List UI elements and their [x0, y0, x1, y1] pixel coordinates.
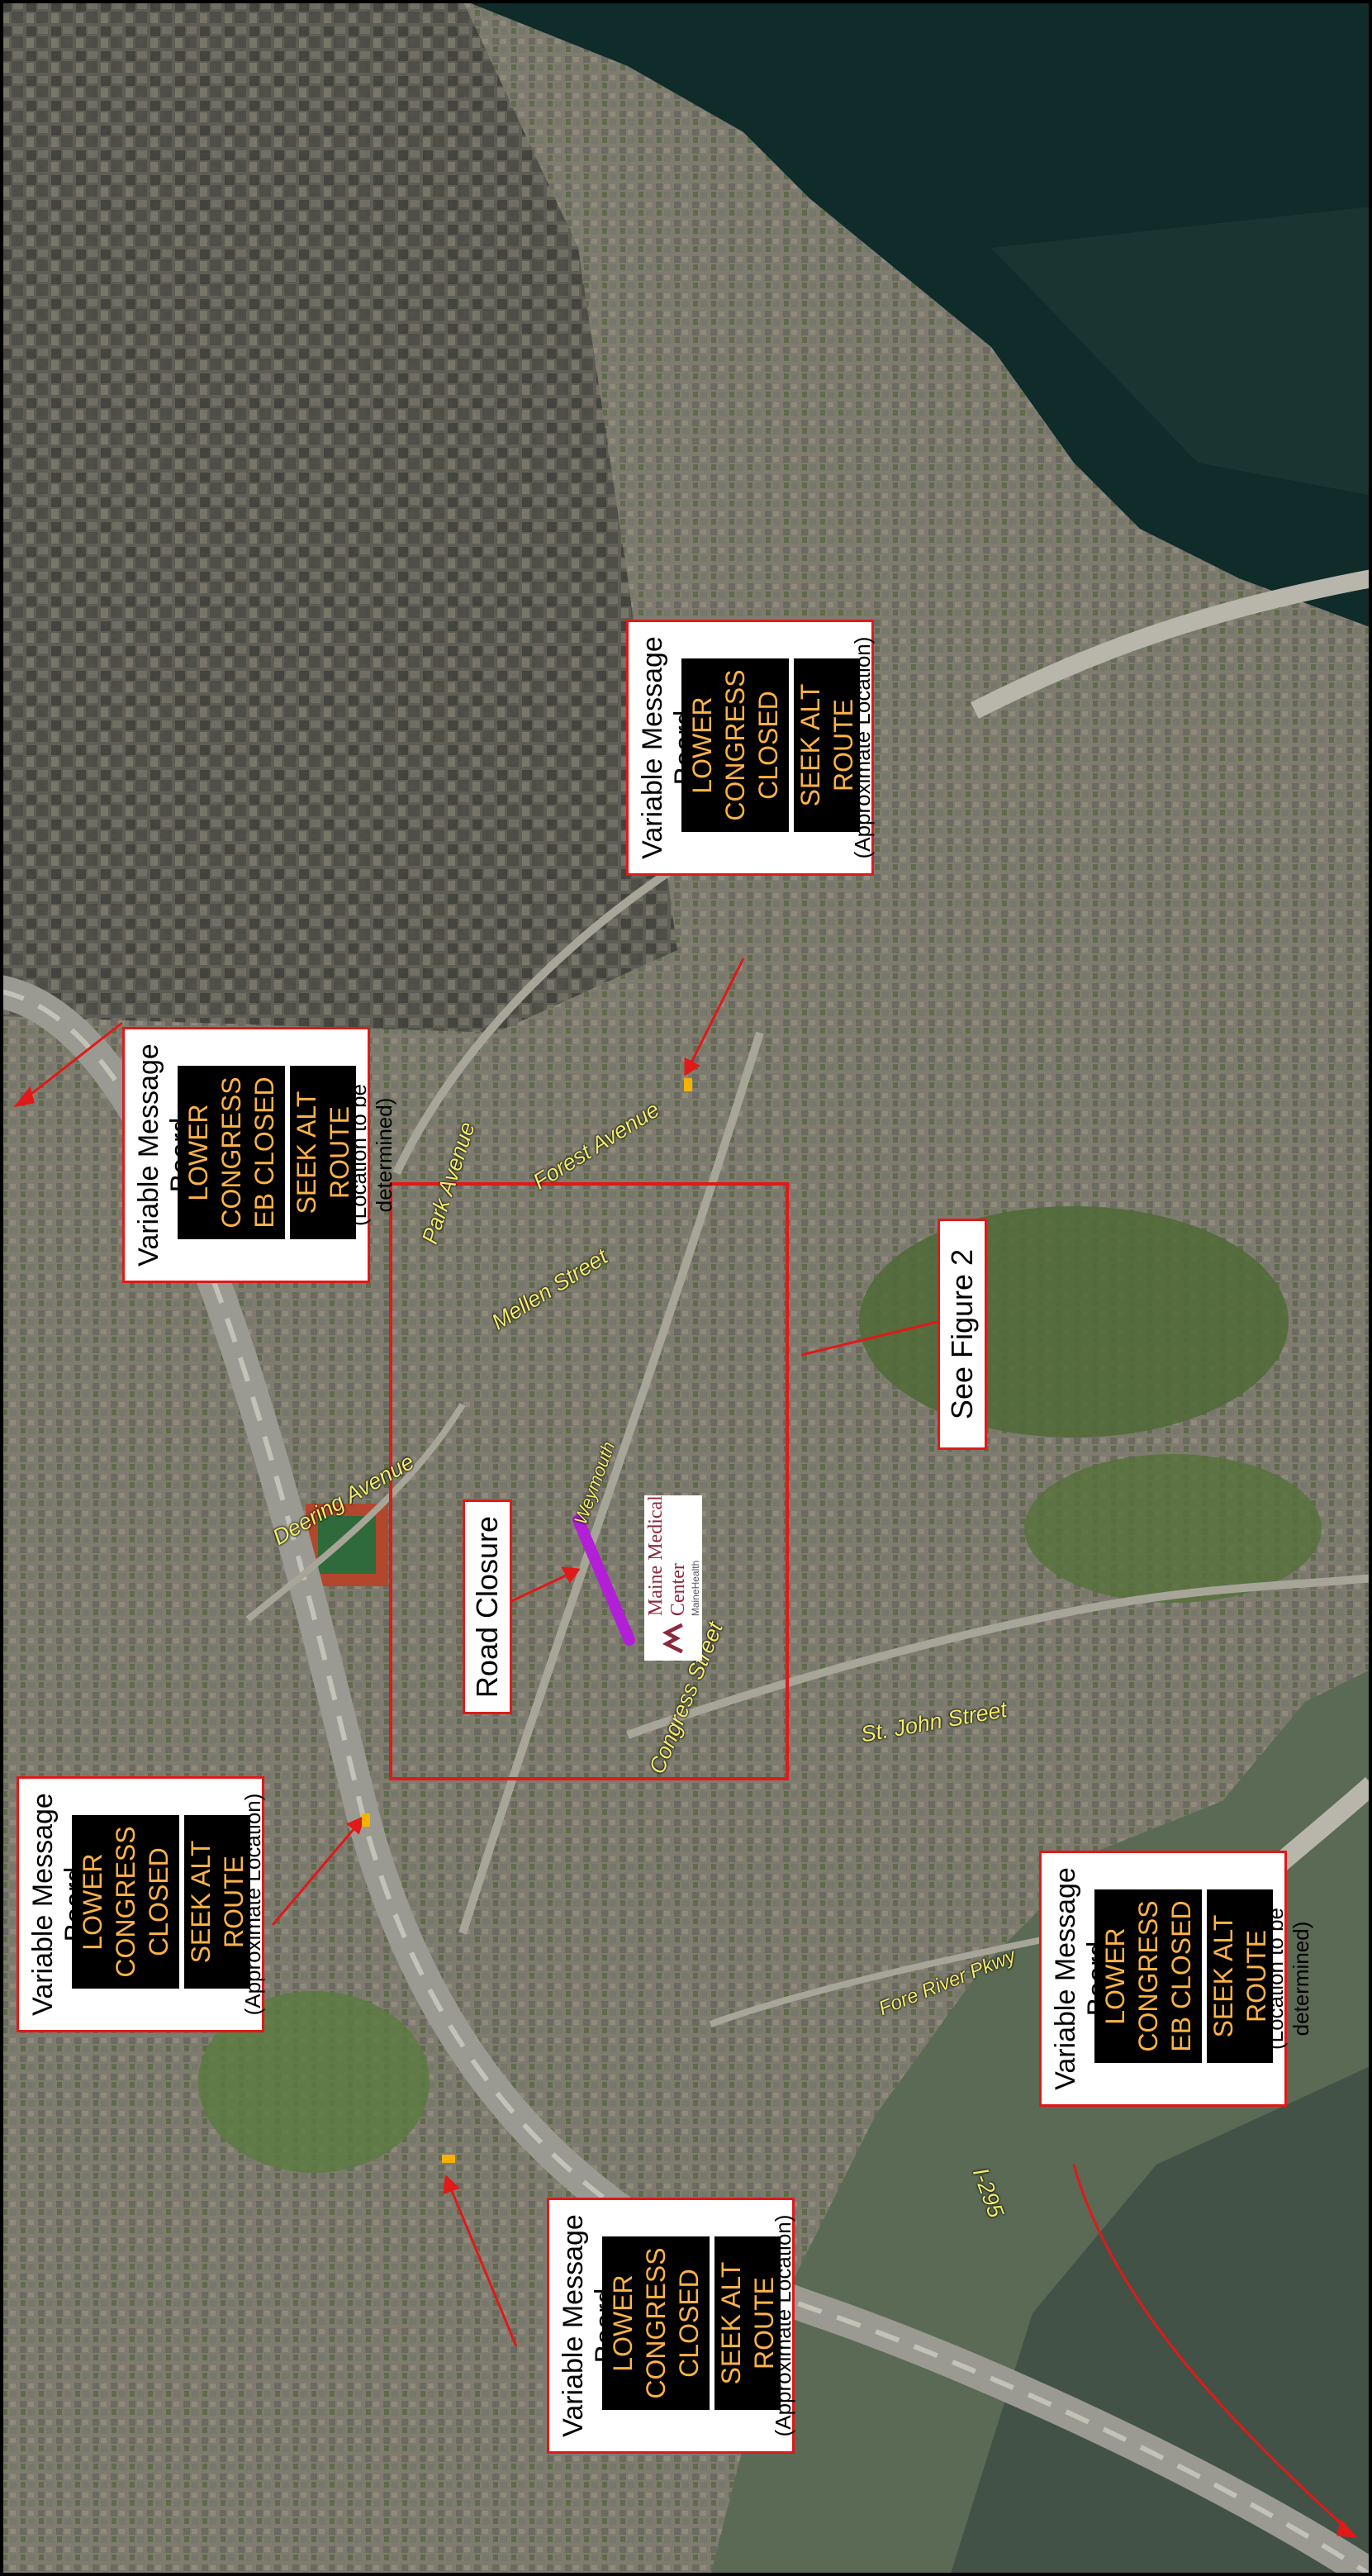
see-figure-2-callout: See Figure 2: [938, 1219, 987, 1450]
vmb-5-pointer: [1072, 2164, 1356, 2538]
road-closure-segment: [572, 1514, 635, 1646]
vmb-3-note: (Approximate Location): [240, 1793, 265, 2016]
variable-message-board-2: Variable Message Board LOWER CONGRESS CL…: [626, 620, 875, 876]
vmb-4-panel-message: LOWER CONGRESS EB CLOSED: [1094, 1889, 1202, 2063]
mmc-mark-icon: [662, 1623, 683, 1654]
mmc-subtitle: MaineHealth: [690, 1560, 701, 1617]
vmb-1-note: (Location to be determined): [346, 1084, 396, 1227]
road-closure-callout: Road Closure: [463, 1499, 512, 1714]
variable-message-board-5: Variable Message Board LOWER CONGRESS CL…: [547, 2198, 795, 2454]
mmc-name: Maine Medical Center: [645, 1495, 689, 1617]
figure-2-extent-box: [389, 1182, 789, 1780]
vmb-3-panel-message: LOWER CONGRESS CLOSED: [72, 1815, 179, 1989]
road-closure-label: Road Closure: [470, 1515, 504, 1699]
vmb-2-pointer: [684, 958, 745, 1075]
vmb-1-panel-message: LOWER CONGRESS EB CLOSED: [178, 1066, 285, 1239]
variable-message-board-1: Variable Message Board LOWER CONGRESS EB…: [122, 1027, 396, 1283]
vmb-2-panel-message: LOWER CONGRESS CLOSED: [681, 658, 789, 832]
vmb-2-note: (Approximate Location): [850, 636, 875, 859]
vmb-5-panel-message: LOWER CONGRESS CLOSED: [602, 2236, 710, 2410]
see-figure-2-label: See Figure 2: [945, 1248, 979, 1420]
vmb-marker: [362, 1813, 370, 1827]
vmb-3-pointer: [271, 1817, 365, 1926]
variable-message-board-4: Variable Message Board LOWER CONGRESS EB…: [1039, 1851, 1313, 2107]
vmb-marker: [442, 2155, 455, 2163]
vmb-4-pointer: [444, 2176, 518, 2347]
vmb-marker: [684, 1078, 692, 1091]
variable-message-board-3: Variable Message Board LOWER CONGRESS CL…: [17, 1776, 265, 2032]
see-figure-pointer: [800, 1320, 938, 1357]
vmb-1-pointer: [16, 1021, 123, 1107]
vmb-5-note: (Approximate Location): [771, 2214, 795, 2437]
maine-medical-center-logo: Maine Medical Center MaineHealth: [644, 1495, 702, 1661]
vmb-4-note: (Location to be determined): [1263, 1908, 1313, 2051]
